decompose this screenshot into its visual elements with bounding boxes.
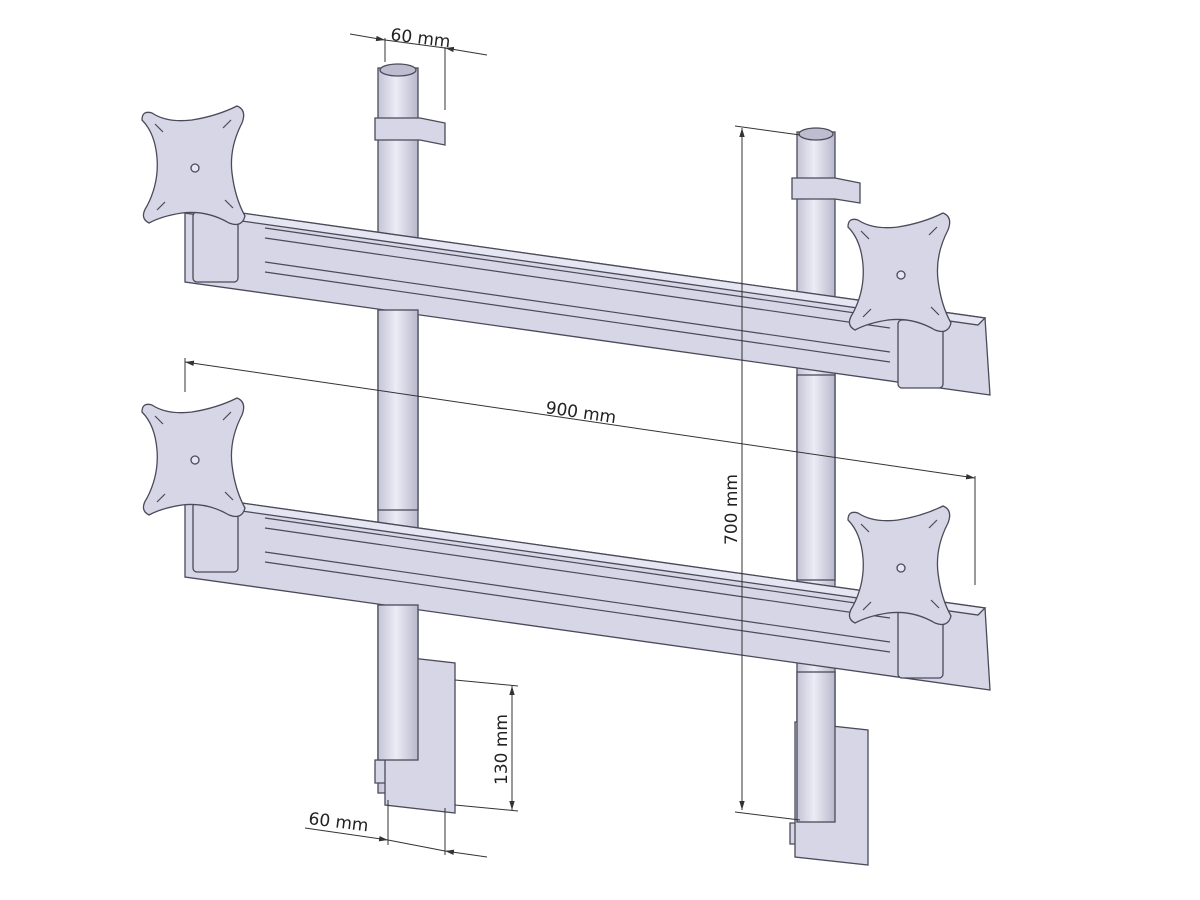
vesa-plate-bottom-left: [141, 397, 246, 518]
top-clamp-left: [374, 117, 446, 146]
upper-beam: [184, 204, 991, 396]
top-clamp-right: [791, 177, 861, 204]
dimension-plate-height: 130 mm: [454, 679, 519, 812]
dimension-label: 60 mm: [389, 25, 451, 52]
dimension-label: 60 mm: [307, 809, 369, 836]
dimension-label: 700 mm: [722, 474, 742, 545]
dimension-label: 900 mm: [544, 398, 617, 428]
lower-beam: [184, 494, 991, 691]
vesa-plate-top-right: [847, 212, 952, 333]
dimension-bottom-width: 60 mm: [304, 800, 488, 858]
dimension-beam-length: 900 mm: [184, 358, 976, 585]
vesa-plate-bottom-right: [847, 505, 952, 626]
dimension-label: 130 mm: [492, 714, 512, 785]
vesa-plate-top-left: [141, 105, 246, 226]
dimension-height: 700 mm: [722, 125, 801, 821]
